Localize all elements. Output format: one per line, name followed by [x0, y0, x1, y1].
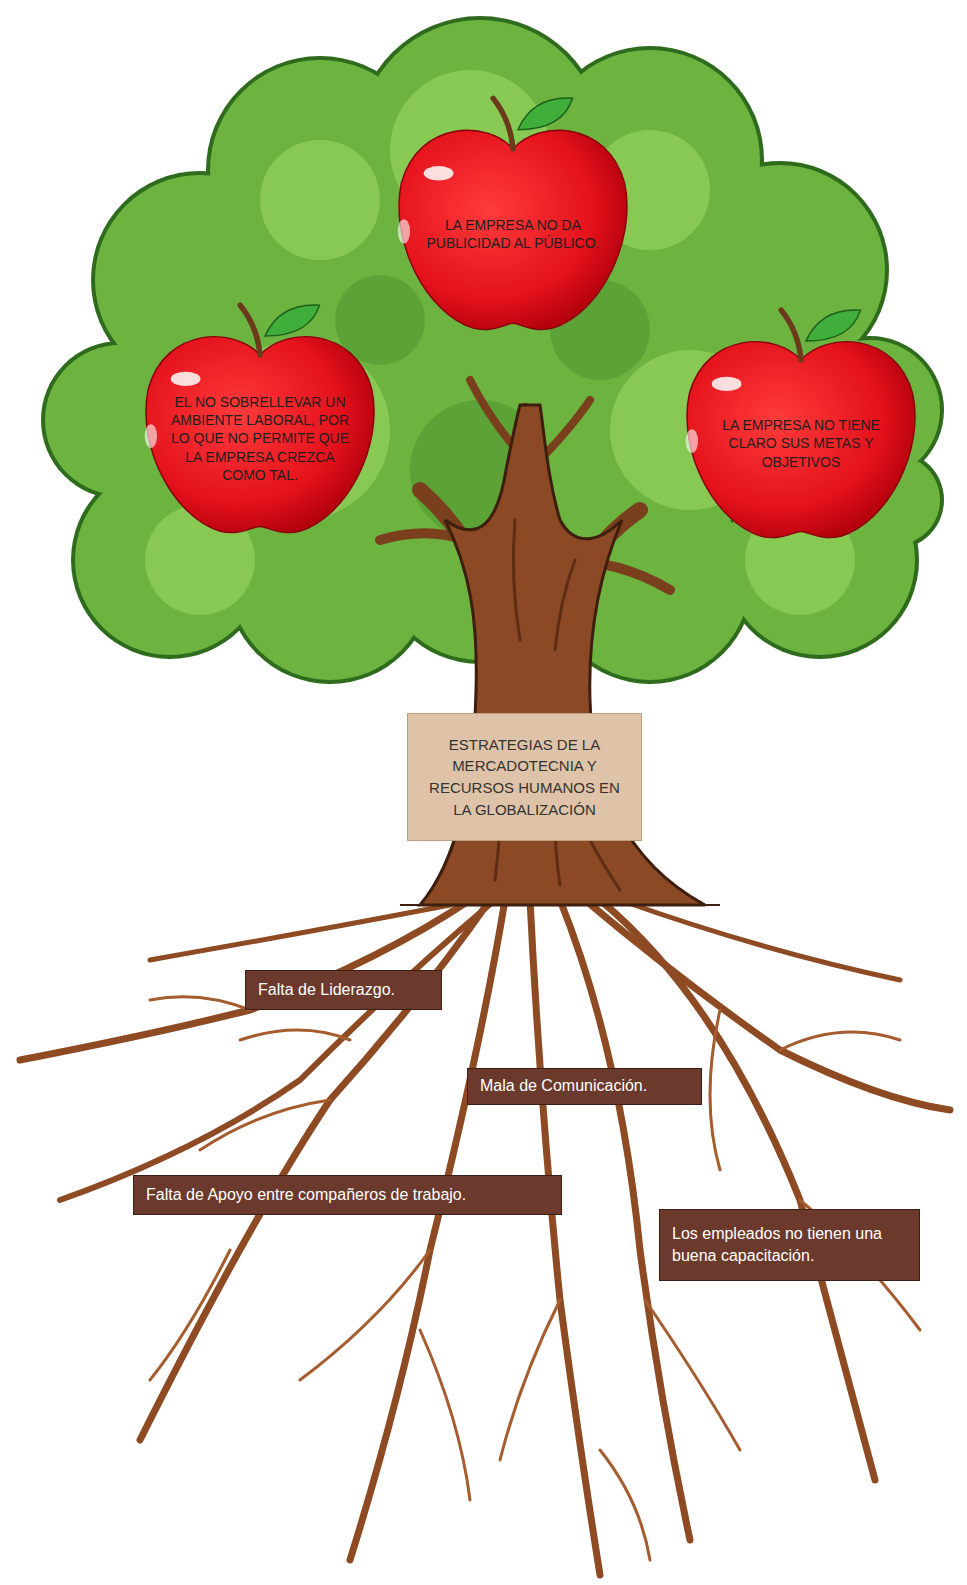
apple-shine [424, 166, 454, 181]
bark-line [555, 560, 575, 650]
root-label: Falta de Apoyo entre compañeros de traba… [146, 1184, 466, 1206]
apple-shine [398, 219, 410, 243]
apple-node: LA EMPRESA NO DA PUBLICIDAD AL PÚBLICO. [389, 91, 637, 333]
rootlet [780, 1032, 900, 1050]
rootlet [645, 1300, 740, 1450]
rootlet [300, 1250, 430, 1380]
root [140, 900, 490, 1440]
rootlet [150, 1250, 230, 1380]
rootlets [150, 997, 920, 1560]
rootlet [200, 1100, 330, 1150]
apple-text-area: LA EMPRESA NO TIENE CLARO SUS METAS Y OB… [704, 374, 897, 512]
apple-leaf [518, 98, 573, 130]
apple-node: LA EMPRESA NO TIENE CLARO SUS METAS Y OB… [677, 303, 925, 541]
root-label: Los empleados no tienen una buena capaci… [672, 1223, 907, 1268]
apple-text: LA EMPRESA NO TIENE CLARO SUS METAS Y OB… [704, 416, 897, 471]
apple-shine [712, 377, 742, 391]
apple-stem [493, 98, 513, 149]
roots [20, 900, 950, 1575]
root-cause-box: Mala de Comunicación. [467, 1068, 702, 1105]
root-label: Mala de Comunicación. [480, 1075, 647, 1097]
root-cause-box: Los empleados no tienen una buena capaci… [659, 1209, 920, 1281]
apple-shine [171, 372, 201, 386]
apple-stem [781, 310, 801, 360]
root-label: Falta de Liderazgo. [258, 979, 395, 1001]
rootlet [240, 1030, 350, 1040]
ground-line [400, 904, 720, 906]
bark-line [513, 520, 520, 640]
apple-shine [686, 429, 698, 453]
root [620, 900, 900, 980]
canopy-highlight [260, 140, 380, 260]
rootlet [150, 997, 250, 1010]
rootlet [500, 1300, 560, 1460]
bark-line [590, 840, 620, 890]
apple-shine [145, 424, 157, 448]
trunk-label: ESTRATEGIAS DE LA MERCADOTECNIA Y RECURS… [418, 734, 631, 821]
trunk-label-box: ESTRATEGIAS DE LA MERCADOTECNIA Y RECURS… [407, 713, 642, 841]
apple-body [146, 337, 374, 533]
apple-text: LA EMPRESA NO DA PUBLICIDAD AL PÚBLICO. [416, 216, 609, 252]
root [20, 900, 470, 1060]
root [530, 900, 600, 1575]
apple-leaf [806, 310, 861, 341]
apple-shape [389, 91, 637, 333]
apple-text: EL NO SOBRELLEVAR UN AMBIENTE LABORAL, P… [163, 393, 356, 484]
apple-body [399, 130, 627, 329]
apple-leaf [265, 305, 320, 336]
apple-text-area: LA EMPRESA NO DA PUBLICIDAD AL PÚBLICO. [416, 164, 609, 304]
root [150, 905, 450, 960]
apple-stem [240, 305, 260, 355]
root-cause-box: Falta de Apoyo entre compañeros de traba… [133, 1175, 562, 1215]
root [60, 900, 495, 1200]
apple-node: EL NO SOBRELLEVAR UN AMBIENTE LABORAL, P… [136, 298, 384, 536]
rootlet [600, 1450, 650, 1560]
root [600, 900, 875, 1480]
root-cause-box: Falta de Liderazgo. [245, 970, 442, 1010]
rootlet [420, 1330, 470, 1500]
rootlet [710, 1010, 720, 1170]
apple-text-area: EL NO SOBRELLEVAR UN AMBIENTE LABORAL, P… [163, 369, 356, 507]
apple-body [687, 342, 915, 538]
